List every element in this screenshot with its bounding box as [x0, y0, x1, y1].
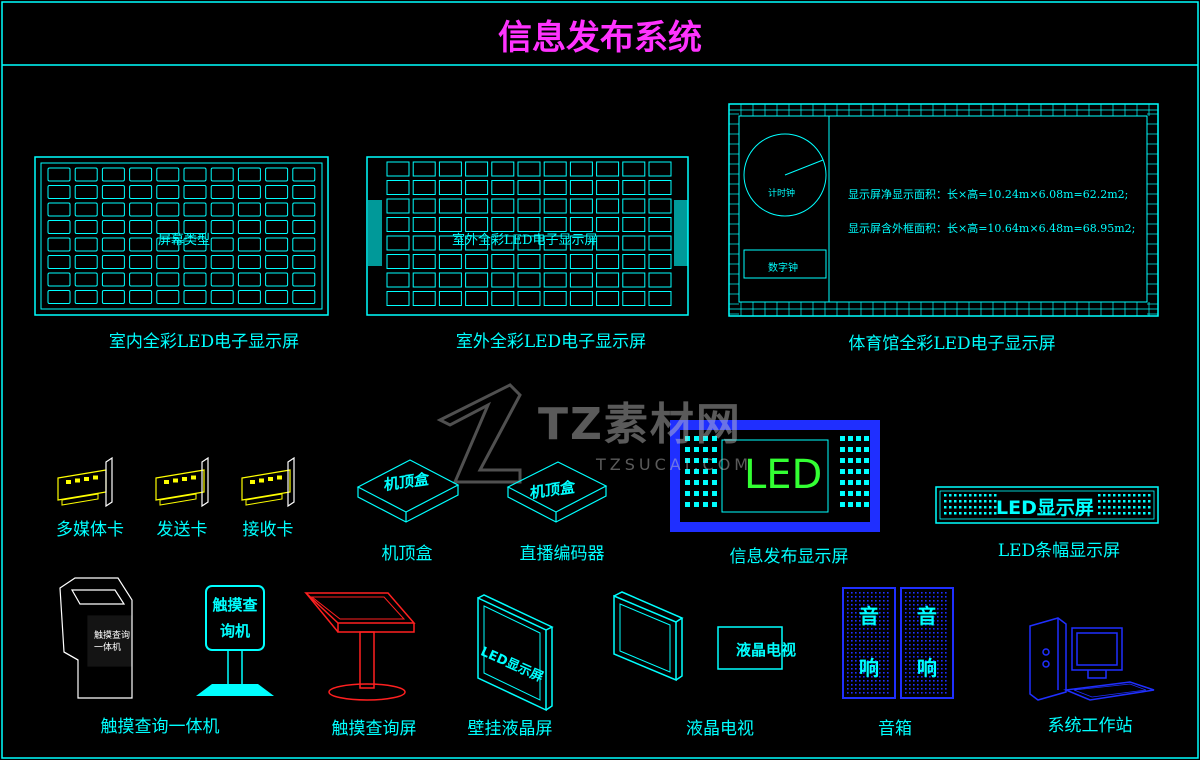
touch-query-machine	[196, 585, 274, 696]
receiving-card-caption: 接收卡	[242, 520, 294, 540]
outdoor-led-screen	[366, 156, 689, 316]
speaker-left-top-char: 音	[859, 604, 879, 628]
multimedia-card-caption: 多媒体卡	[56, 520, 124, 540]
clock-face	[743, 133, 827, 217]
digital-clock-label: 数字钟	[768, 263, 798, 274]
outdoor-caption: 室外全彩LED电子显示屏	[455, 332, 647, 352]
left-speaker-strip	[368, 200, 382, 266]
wall-lcd-caption: 壁挂液晶屏	[467, 719, 553, 739]
lcd-tv-caption: 液晶电视	[686, 719, 754, 739]
clock-label: 计时钟	[768, 189, 796, 199]
info-screen-caption: 信息发布显示屏	[729, 547, 849, 567]
indoor-caption: 室内全彩LED电子显示屏	[108, 332, 300, 352]
stadium-led-screen	[728, 103, 1159, 317]
watermark-url: TZSUCAI.COM	[596, 455, 753, 474]
speaker-left-bottom-char: 响	[859, 656, 879, 680]
spec-net-area: 显示屏净显示面积：长×高=10.24m×6.08m=62.2m2;	[848, 188, 1129, 201]
indoor-led-screen	[34, 156, 329, 316]
info-screen-led-text: LED	[744, 452, 823, 498]
page-title: 信息发布系统	[498, 18, 702, 58]
speaker-right-bottom-char: 响	[917, 656, 937, 680]
lcd-tv-box	[717, 626, 783, 670]
clock-hand	[784, 159, 824, 176]
workstation-caption: 系统工作站	[1047, 716, 1133, 736]
led-banner	[935, 486, 1159, 524]
spec-frame-area: 显示屏含外框面积：长×高=10.64m×6.48m=68.95m2;	[848, 222, 1136, 235]
speaker-right-top-char: 音	[917, 604, 937, 628]
banner-caption: LED条幅显示屏	[997, 541, 1121, 561]
watermark-brand: TZ素材网	[538, 399, 742, 450]
lcd-tv-monitor	[613, 591, 684, 682]
stadium-caption: 体育馆全彩LED电子显示屏	[848, 334, 1056, 354]
encoder-box	[506, 461, 608, 523]
wall-lcd-screen	[477, 594, 554, 712]
digital-clock-box	[743, 249, 827, 279]
kiosk-screen-text: 触摸查询一体机	[94, 631, 131, 653]
sending-card-caption: 发送卡	[156, 520, 208, 540]
kiosk-caption: 触摸查询一体机	[100, 717, 220, 737]
kiosk2-screen-text: 触摸查询机	[212, 596, 258, 640]
info-display-screen	[670, 420, 880, 532]
outdoor-inner-label: 室外全彩LED电子显示屏	[452, 233, 598, 248]
touch-query-screen	[304, 592, 416, 701]
stb-box	[356, 459, 460, 523]
speaker-pair	[842, 587, 954, 699]
stb-caption: 机顶盒	[381, 544, 433, 564]
touch-kiosk	[59, 577, 133, 699]
cards-group	[57, 456, 295, 508]
banner-text: LED显示屏	[996, 497, 1094, 519]
speaker-caption: 音箱	[878, 719, 912, 739]
workstation-computer	[1029, 617, 1155, 701]
right-speaker-strip	[674, 200, 688, 266]
watermark-logo-icon	[436, 383, 522, 484]
lcd-tv-text: 液晶电视	[736, 641, 797, 659]
encoder-caption: 直播编码器	[519, 544, 605, 564]
touch-screen-caption: 触摸查询屏	[331, 719, 417, 739]
indoor-inner-label: 屏幕类型	[158, 233, 211, 248]
